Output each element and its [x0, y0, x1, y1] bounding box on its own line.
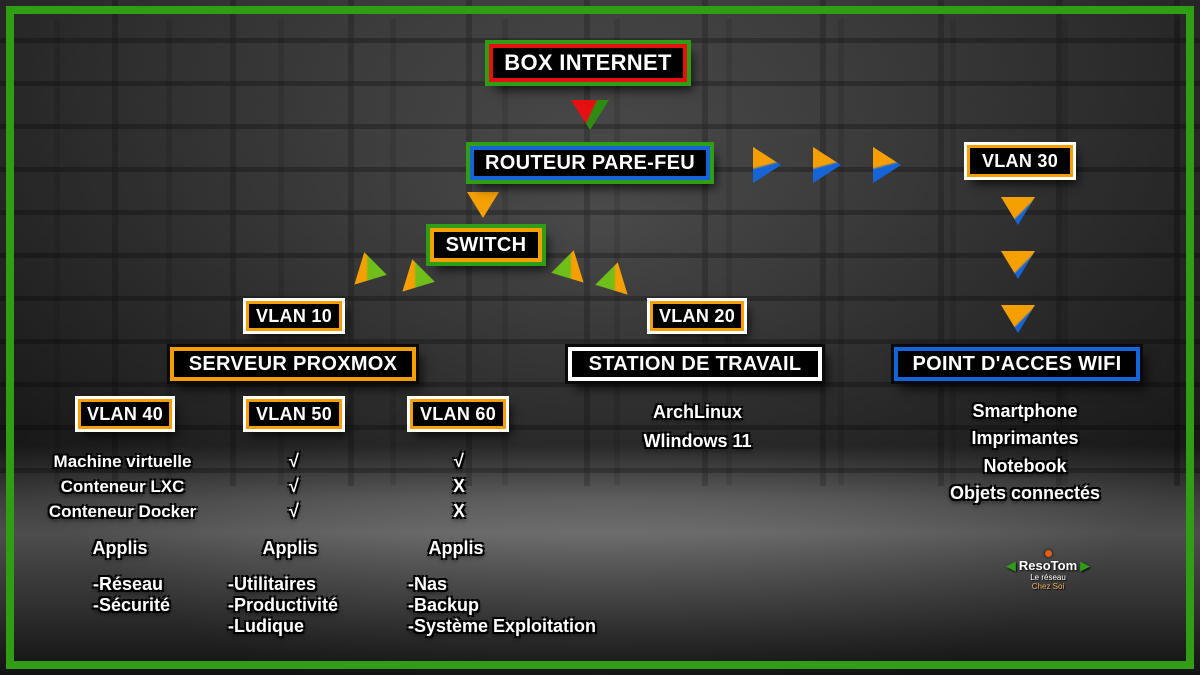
logo-name: ResoTom — [1018, 558, 1078, 573]
matrix-row-label: Machine virtuelle — [53, 452, 192, 471]
matrix-cell: √ — [289, 501, 299, 521]
node-point-acces-wifi: POINT D'ACCES WIFI — [894, 347, 1140, 381]
matrix-cell: √ — [289, 451, 299, 471]
logo-tagline-2: Chez Soi — [1031, 582, 1065, 591]
applis-item: -Réseau — [93, 574, 164, 594]
brick-pattern-offset — [0, 19, 1200, 485]
station-item: Wlindows 11 — [643, 431, 752, 451]
matrix-row-label: Conteneur LXC — [60, 477, 185, 496]
applis-item: -Productivité — [228, 595, 339, 615]
matrix-cell: X — [452, 501, 465, 521]
applis-item: -Système Exploitation — [408, 616, 597, 636]
node-box-internet: BOX INTERNET — [489, 44, 687, 82]
node-serveur-proxmox: SERVEUR PROXMOX — [170, 347, 416, 381]
node-routeur-pare-feu: ROUTEUR PARE-FEU — [470, 146, 710, 180]
matrix-cell: √ — [289, 476, 299, 496]
logo-tagline-1: Le réseau — [1030, 573, 1066, 582]
matrix-row-label: Conteneur Docker — [48, 502, 197, 521]
applis-title: Applis — [262, 538, 318, 558]
resotom-logo: ◀ ResoTom ▶ Le réseau Chez Soi — [1000, 550, 1096, 591]
wifi-item: Notebook — [983, 456, 1067, 476]
applis-item: -Sécurité — [93, 595, 171, 615]
logo-right-arrow-icon: ▶ — [1080, 558, 1091, 573]
applis-title: Applis — [92, 538, 148, 558]
applis-item: -Backup — [408, 595, 480, 615]
applis-item: -Ludique — [228, 616, 304, 636]
node-vlan-40: VLAN 40 — [78, 399, 172, 429]
applis-title: Applis — [428, 538, 484, 558]
wifi-item: Imprimantes — [971, 428, 1079, 448]
wifi-item: Objets connectés — [949, 483, 1101, 503]
wifi-item: Smartphone — [972, 401, 1078, 421]
node-switch: SWITCH — [430, 228, 542, 262]
node-vlan-30: VLAN 30 — [967, 145, 1073, 177]
logo-bug-icon — [1044, 550, 1052, 557]
node-vlan-20: VLAN 20 — [650, 301, 744, 331]
station-item: ArchLinux — [652, 402, 742, 422]
applis-item: -Nas — [408, 574, 448, 594]
node-vlan-50: VLAN 50 — [246, 399, 342, 429]
node-station-de-travail: STATION DE TRAVAIL — [568, 347, 822, 381]
matrix-cell: √ — [454, 451, 464, 471]
node-vlan-60: VLAN 60 — [410, 399, 506, 429]
logo-left-arrow-icon: ◀ — [1005, 558, 1016, 573]
applis-item: -Utilitaires — [228, 574, 317, 594]
matrix-cell: X — [452, 476, 465, 496]
node-vlan-10: VLAN 10 — [246, 301, 342, 331]
